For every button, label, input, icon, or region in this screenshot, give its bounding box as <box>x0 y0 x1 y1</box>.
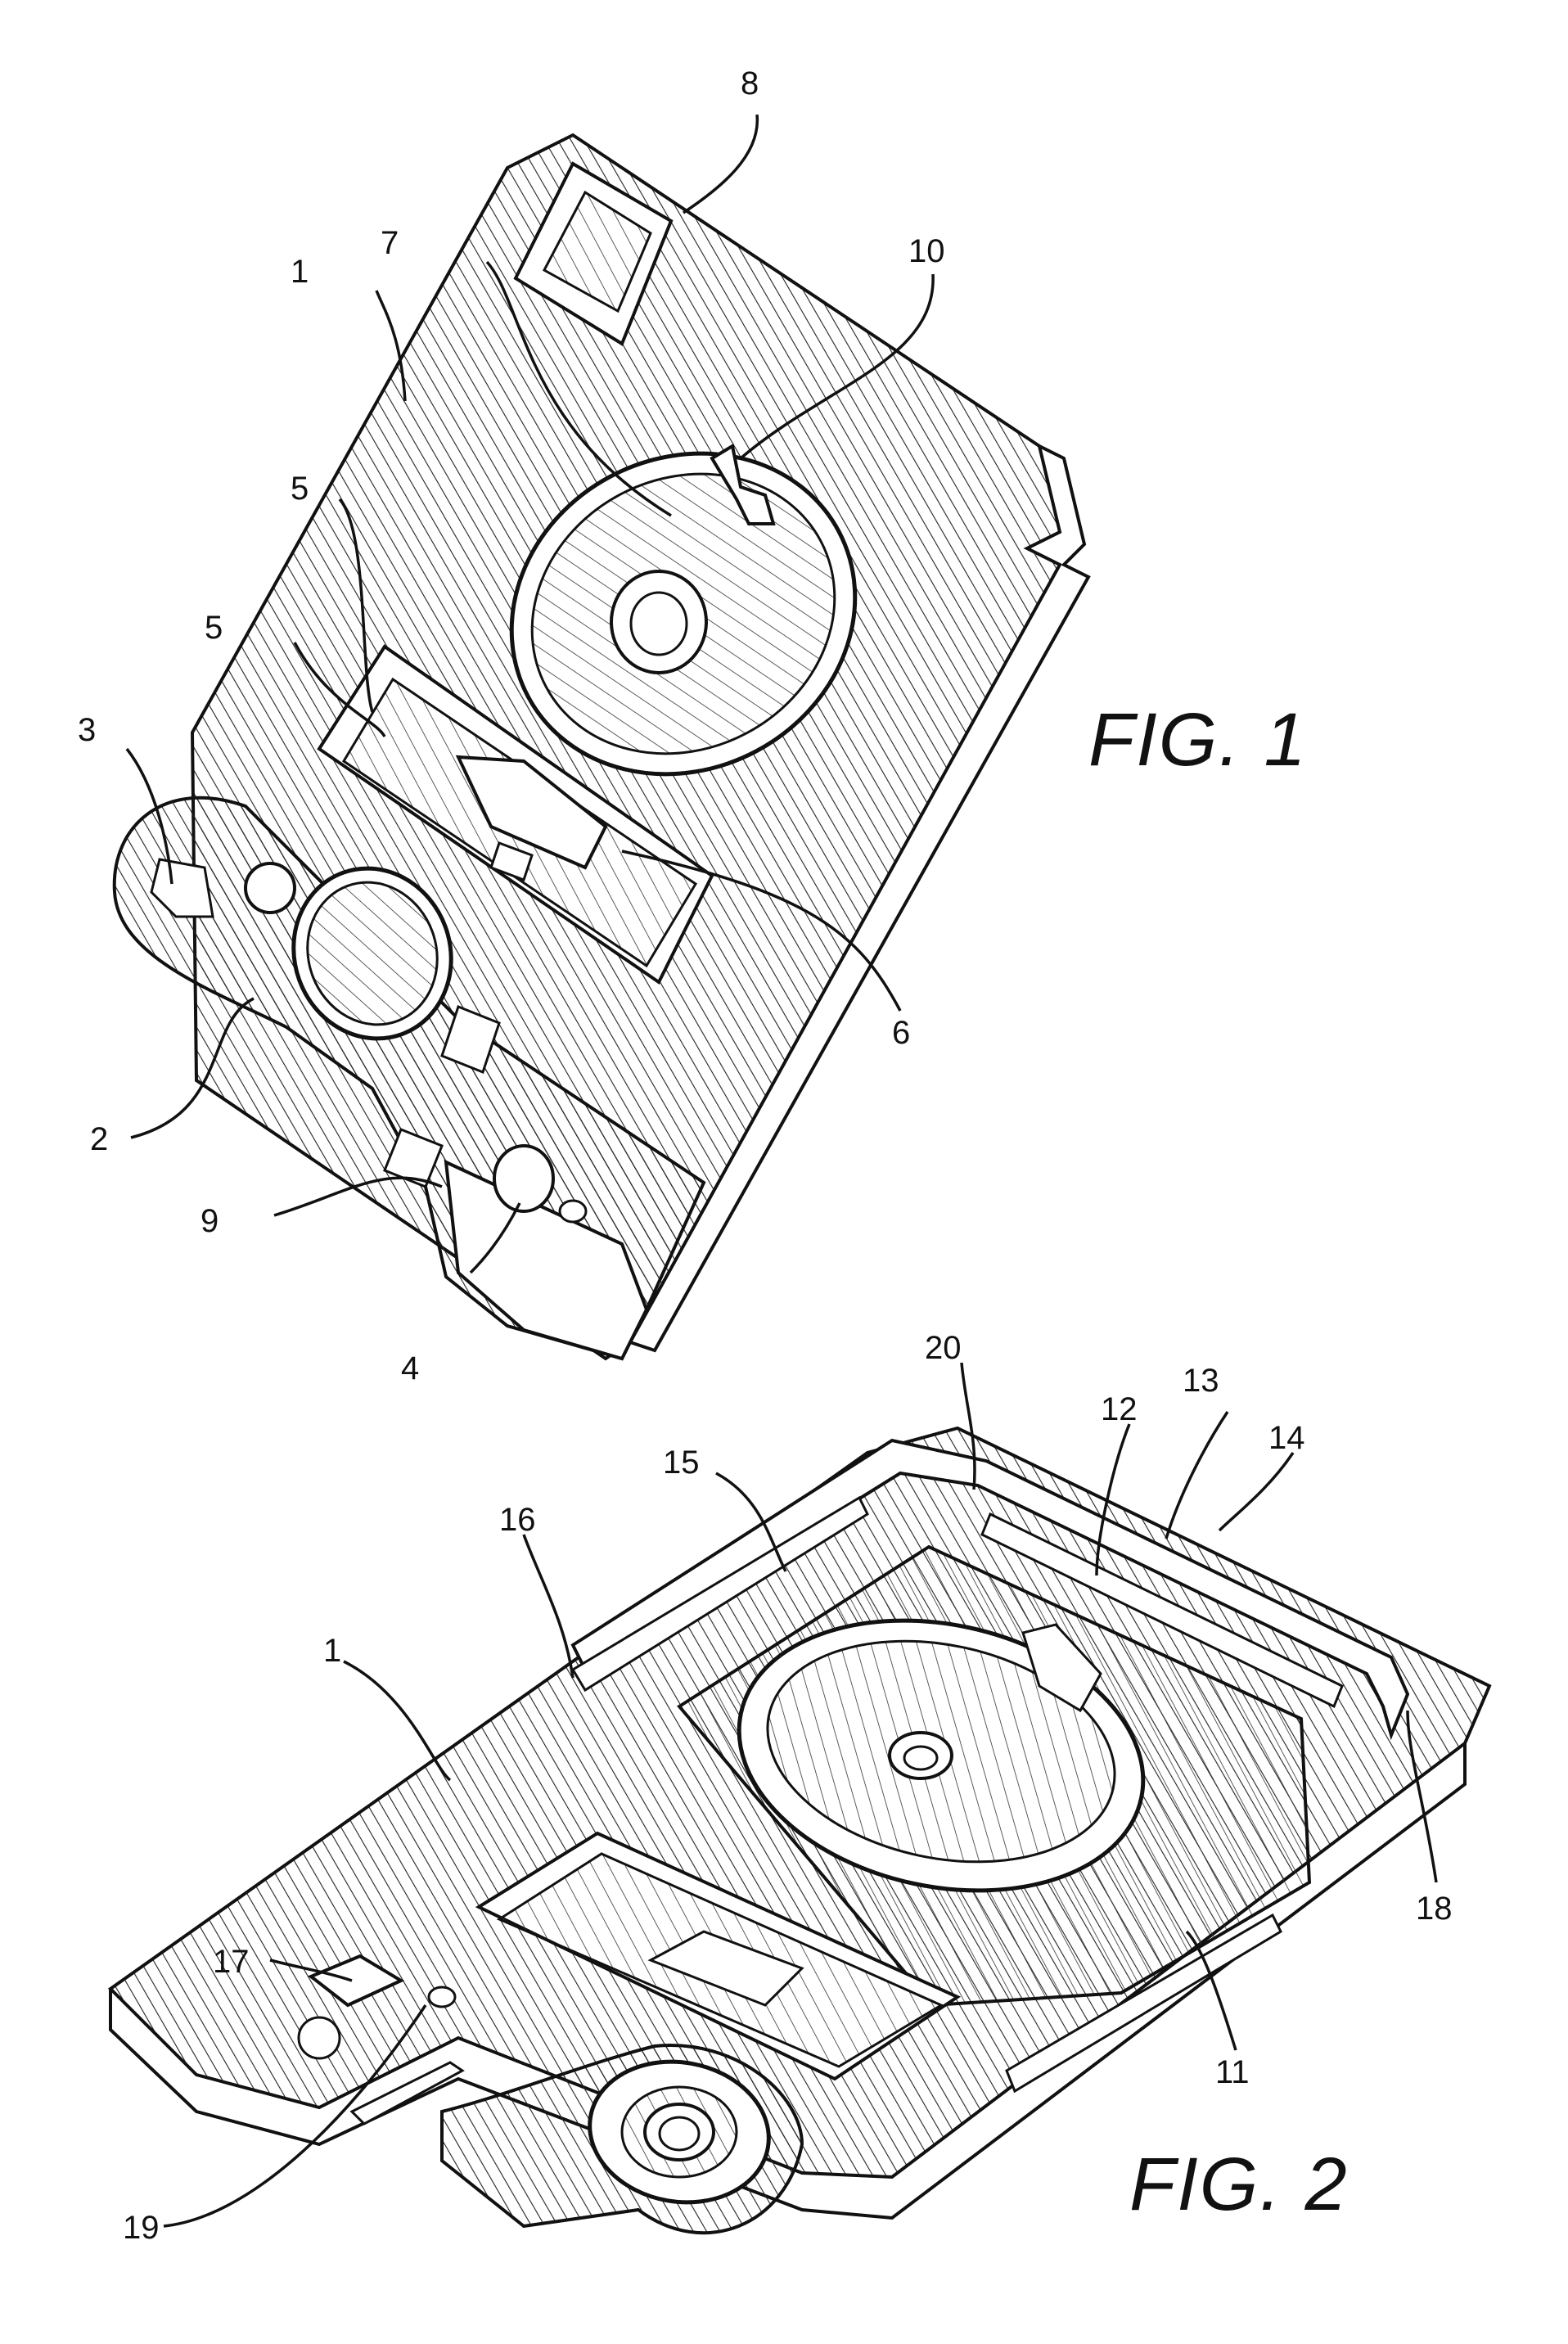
ref-numeral-20: 20 <box>925 1330 962 1366</box>
ref-numeral-15: 15 <box>663 1445 700 1481</box>
ref-numeral-1-fig2: 1 <box>323 1633 341 1669</box>
ref-numeral-5-upper: 5 <box>291 471 309 507</box>
figure-2-caption: FIG. 2 <box>1129 2143 1349 2226</box>
ref-numeral-8: 8 <box>741 65 759 101</box>
ref-numeral-18: 19 <box>123 2210 160 2246</box>
ref-numeral-16: 16 <box>499 1502 536 1538</box>
lower-cap-port <box>442 2045 802 2233</box>
figure-2: 20 13 12 14 15 16 1 18 17 11 19 FIG. 2 <box>110 1330 1489 2246</box>
ref-numeral-6: 6 <box>892 1015 910 1051</box>
ref-numeral-13: 13 <box>1183 1363 1219 1399</box>
ref-numeral-10: 10 <box>908 233 945 269</box>
figure-1: 8 1 7 10 5 5 3 6 2 9 4 FIG. 1 <box>78 65 1308 1386</box>
port-4 <box>494 1146 553 1211</box>
ref-numeral-7: 7 <box>381 225 399 261</box>
ref-numeral-4: 4 <box>401 1350 419 1386</box>
ref-numeral-17: 17 <box>213 1944 250 1980</box>
ref-numeral-14: 14 <box>1268 1420 1305 1456</box>
figure-1-caption: FIG. 1 <box>1088 698 1308 782</box>
ref-numeral-3: 3 <box>78 712 96 748</box>
ref-numeral-2: 2 <box>90 1121 108 1157</box>
ref-numeral-9: 9 <box>201 1203 219 1239</box>
ref-numeral-12: 12 <box>1101 1391 1138 1427</box>
ref-numeral-1: 1 <box>291 254 309 290</box>
ref-numeral-5-lower: 5 <box>205 610 223 646</box>
ref-numeral-19: 18 <box>1416 1891 1453 1927</box>
ref-numeral-11: 11 <box>1215 2054 1250 2090</box>
